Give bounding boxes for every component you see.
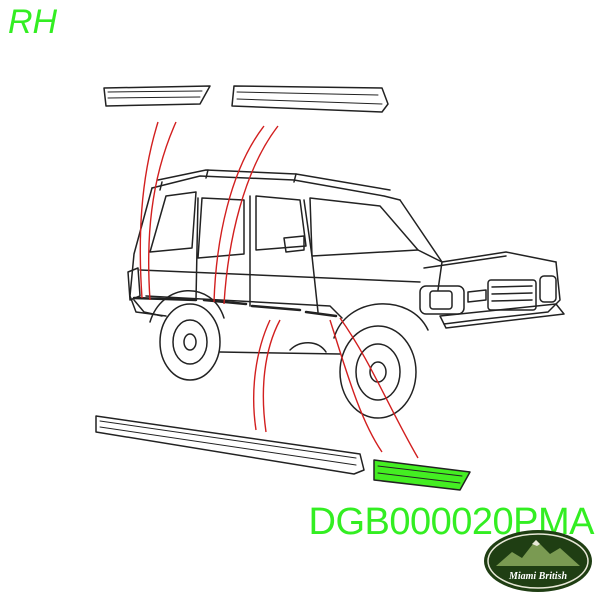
miami-british-logo: Miami British [482,528,594,594]
front-wing-moulding-highlighted [373,459,471,491]
sill-moulding [95,415,365,475]
rear-door-moulding [231,85,389,113]
logo-badge-icon [484,530,592,592]
logo-text: Miami British [508,571,568,582]
rear-quarter-moulding [103,85,211,107]
vehicle-drawing [127,169,565,419]
callout-lines [139,121,419,459]
fitted-side-mouldings [132,296,338,318]
side-label-rh: RH [8,3,58,41]
